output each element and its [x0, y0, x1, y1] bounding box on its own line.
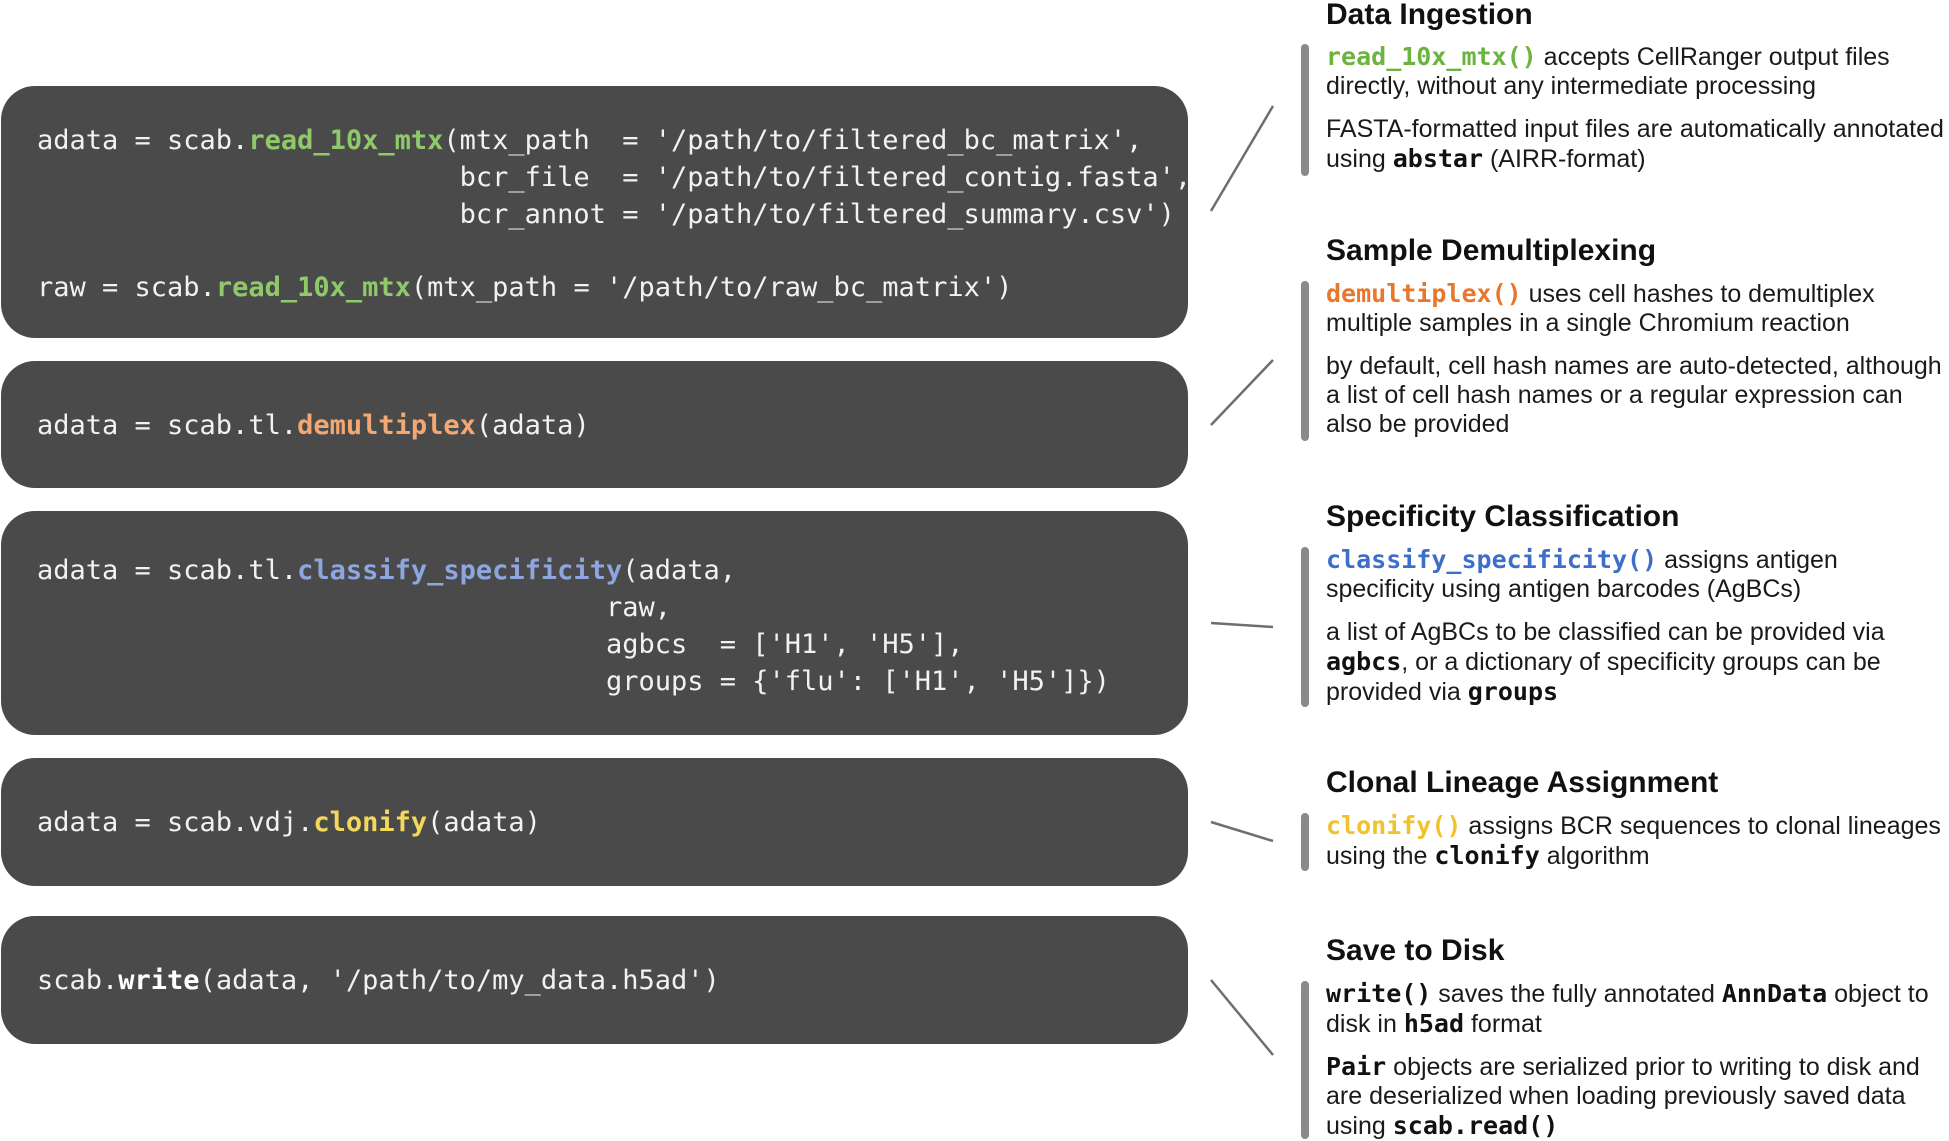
inline-code: scab.read()	[1392, 1111, 1559, 1140]
inline-code: groups	[1467, 677, 1559, 706]
ingestion-paragraph-1: read_10x_mtx() accepts CellRanger output…	[1326, 42, 1890, 100]
section-bar-clonal-lineage-assignment	[1301, 813, 1309, 871]
function-name: classify_specificity	[297, 555, 623, 586]
inline-code: AnnData	[1721, 979, 1828, 1008]
code-line: bcr_annot = '/path/to/filtered_summary.c…	[37, 199, 1175, 230]
code-line: raw,	[37, 592, 671, 623]
function-name: write	[118, 965, 200, 996]
specificity-paragraph-2: a list of AgBCs to be classified can be …	[1326, 618, 1885, 706]
code-line: bcr_file = '/path/to/filtered_contig.fas…	[37, 162, 1192, 193]
demultiplexing-paragraph-2: by default, cell hash names are auto-det…	[1326, 352, 1942, 438]
inline-code: abstar	[1392, 144, 1484, 173]
connector-ingestion	[1209, 105, 1275, 212]
inline-code: clonify()	[1326, 811, 1462, 840]
code-line: raw = scab.read_10x_mtx(mtx_path = '/pat…	[37, 272, 1013, 303]
inline-code: h5ad	[1403, 1009, 1465, 1038]
clonal-paragraph-1: clonify() assigns BCR sequences to clona…	[1326, 811, 1941, 870]
section-title-specificity-classification: Specificity Classification	[1326, 500, 1680, 533]
function-name: read_10x_mtx	[215, 272, 411, 303]
code-line: agbcs = ['H1', 'H5'],	[37, 629, 964, 660]
section-bar-specificity-classification	[1301, 547, 1309, 707]
save-paragraph-2: Pair objects are serialized prior to wri…	[1326, 1052, 1920, 1140]
section-bar-data-ingestion	[1301, 44, 1309, 176]
connector-demultiplex	[1210, 359, 1274, 426]
code-block-ingestion: adata = scab.read_10x_mtx(mtx_path = '/p…	[1, 86, 1192, 338]
inline-code: Pair	[1326, 1052, 1387, 1081]
function-name: read_10x_mtx	[248, 125, 444, 156]
ingestion-paragraph-2: FASTA-formatted input files are automati…	[1326, 115, 1944, 173]
inline-code: demultiplex()	[1326, 279, 1522, 308]
connector-clonify	[1210, 820, 1274, 843]
section-title-clonal-lineage-assignment: Clonal Lineage Assignment	[1326, 766, 1719, 799]
code-line: adata = scab.vdj.clonify(adata)	[37, 807, 541, 838]
code-line: adata = scab.read_10x_mtx(mtx_path = '/p…	[37, 125, 1143, 156]
section-bar-sample-demultiplexing	[1301, 281, 1309, 441]
inline-code: classify_specificity()	[1326, 545, 1658, 574]
function-name: clonify	[313, 807, 428, 838]
section-title-data-ingestion: Data Ingestion	[1326, 0, 1533, 31]
section-bar-save-to-disk	[1301, 981, 1309, 1139]
section-title-save-to-disk: Save to Disk	[1326, 934, 1505, 967]
inline-code: agbcs	[1326, 647, 1402, 676]
code-block-clonify: adata = scab.vdj.clonify(adata)	[1, 758, 1188, 886]
code-block-demultiplex: adata = scab.tl.demultiplex(adata)	[1, 361, 1188, 488]
inline-code: write()	[1326, 979, 1432, 1008]
inline-code: clonify	[1434, 841, 1540, 870]
save-paragraph-1: write() saves the fully annotated AnnDat…	[1326, 979, 1929, 1038]
code-block-specificity: adata = scab.tl.classify_specificity(ada…	[1, 511, 1188, 735]
specificity-paragraph-1: classify_specificity() assigns antigen s…	[1326, 545, 1838, 603]
function-name: demultiplex	[297, 410, 476, 441]
inline-code: read_10x_mtx()	[1326, 42, 1537, 71]
section-title-sample-demultiplexing: Sample Demultiplexing	[1326, 234, 1657, 267]
code-block-write: scab.write(adata, '/path/to/my_data.h5ad…	[1, 916, 1188, 1044]
connector-write	[1210, 979, 1274, 1056]
code-line: scab.write(adata, '/path/to/my_data.h5ad…	[37, 965, 720, 996]
demultiplexing-paragraph-1: demultiplex() uses cell hashes to demult…	[1326, 279, 1875, 337]
code-line: adata = scab.tl.classify_specificity(ada…	[37, 555, 736, 586]
code-line: groups = {'flu': ['H1', 'H5']})	[37, 666, 1110, 697]
connector-specificity	[1210, 621, 1274, 629]
code-line: adata = scab.tl.demultiplex(adata)	[37, 410, 590, 441]
